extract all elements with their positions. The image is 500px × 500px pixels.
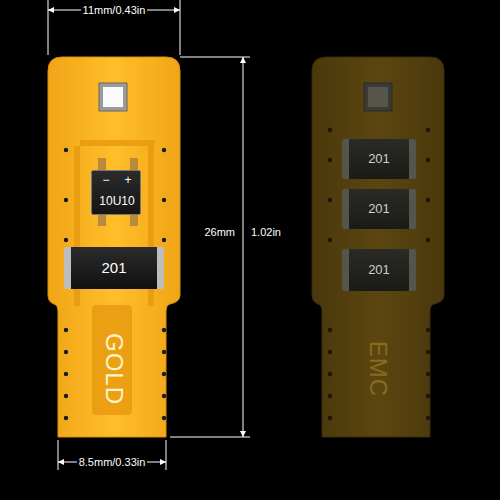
- via: [426, 372, 430, 376]
- via: [64, 350, 68, 354]
- via: [162, 394, 166, 398]
- vias: [328, 128, 430, 420]
- dimension-label: 8.5mm/0.33in: [77, 456, 148, 469]
- via: [64, 372, 68, 376]
- via: [162, 148, 166, 152]
- dimension-label: 26mm: [202, 226, 237, 239]
- via: [426, 238, 430, 242]
- via: [328, 328, 332, 332]
- node-text: 10U10: [99, 195, 134, 207]
- via: [64, 416, 68, 420]
- node-text: 201: [368, 263, 390, 276]
- via: [426, 128, 430, 132]
- resistor-chip: 201: [342, 249, 416, 291]
- via: [426, 416, 430, 420]
- dimension-arrowheads: [48, 7, 246, 465]
- resistor-chip: 201: [342, 189, 416, 229]
- node-text: 201: [101, 260, 126, 275]
- node-text: 201: [368, 152, 390, 165]
- via: [64, 238, 68, 242]
- via: [328, 198, 332, 202]
- via: [64, 148, 68, 152]
- gold-pcb-board: GOLD − +10U10 201: [48, 57, 180, 437]
- resistor-chip: 201: [342, 139, 416, 179]
- dimension-label: 1.02in: [249, 226, 283, 239]
- via: [426, 158, 430, 162]
- via: [328, 350, 332, 354]
- via: [162, 328, 166, 332]
- via: [426, 394, 430, 398]
- via: [162, 416, 166, 420]
- via: [328, 416, 332, 420]
- resistor-chip: 201: [64, 247, 164, 289]
- via: [328, 394, 332, 398]
- via: [162, 372, 166, 376]
- node-text: +: [124, 174, 131, 186]
- via: [426, 350, 430, 354]
- via: [162, 198, 166, 202]
- via: [64, 328, 68, 332]
- gold-pcb: [48, 57, 180, 437]
- via: [426, 328, 430, 332]
- node-text: EMC: [366, 341, 390, 397]
- led-emitter: [368, 87, 388, 107]
- via: [328, 238, 332, 242]
- emc-pcb: [312, 57, 444, 437]
- node-text: 201: [368, 202, 390, 215]
- led-emitter: [103, 87, 123, 107]
- via: [64, 394, 68, 398]
- via: [162, 238, 166, 242]
- via: [328, 372, 332, 376]
- bridge-rectifier: − +10U10: [91, 170, 141, 215]
- led-chip: [364, 83, 392, 111]
- via: [328, 158, 332, 162]
- node-text: GOLD: [102, 333, 126, 405]
- node-text: −: [102, 174, 109, 186]
- dimension-label: 11mm/0.43in: [81, 4, 148, 17]
- led-chip: [99, 83, 127, 111]
- via: [162, 350, 166, 354]
- via: [426, 198, 430, 202]
- via: [64, 198, 68, 202]
- via: [328, 128, 332, 132]
- vias: [64, 148, 166, 420]
- emc-pcb-board: EMC 201 201 201: [312, 57, 444, 437]
- dimension-lines: [48, 0, 250, 470]
